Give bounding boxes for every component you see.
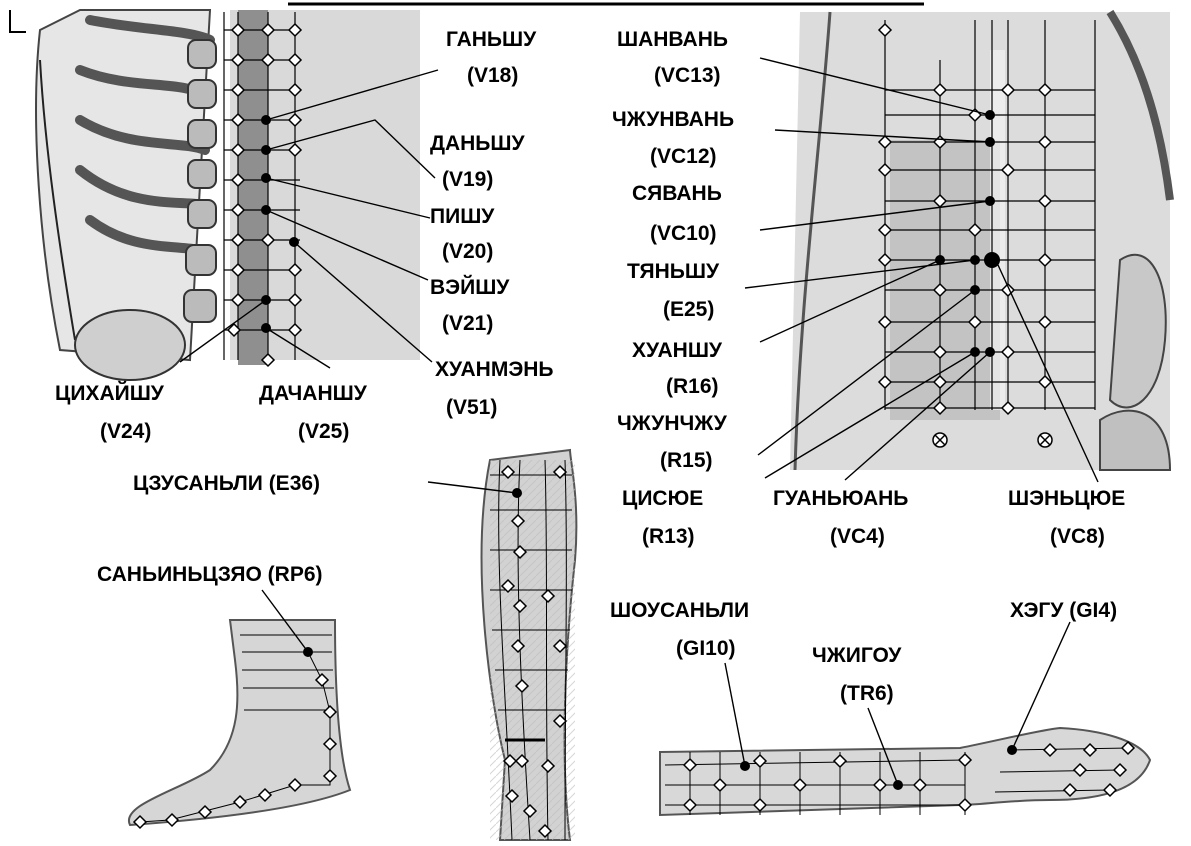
- leg-illustration: [428, 450, 576, 840]
- label-weishu-code: (V21): [442, 312, 493, 335]
- label-shenque-name: ШЭНЬЦЮЕ: [1008, 487, 1125, 510]
- label-shangwan-code: (VC13): [654, 64, 721, 87]
- label-zhigou-code: (TR6): [840, 682, 894, 705]
- label-guanyuan-name: ГУАНЬЮАНЬ: [773, 487, 908, 510]
- label-qihaishu-code: (V24): [100, 420, 151, 443]
- back-illustration: [36, 10, 438, 380]
- label-zhigou-name: ЧЖИГОУ: [812, 644, 902, 667]
- label-zhongzhu-name: ЧЖУНЧЖУ: [617, 412, 728, 435]
- label-xiawan-code: (VC10): [650, 222, 717, 245]
- label-danshu-code: (V19): [442, 168, 493, 191]
- label-qihaishu-name: ЦИХАЙШУ: [55, 381, 165, 405]
- label-hegu: ХЭГУ (GI4): [1010, 599, 1117, 622]
- label-dachangshu-code: (V25): [298, 420, 349, 443]
- foot-illustration: [129, 590, 350, 828]
- label-pishu-code: (V20): [442, 240, 493, 263]
- label-zusanli: ЦЗУСАНЬЛИ (E36): [133, 472, 320, 495]
- label-huangshu-code: (R16): [666, 375, 719, 398]
- label-qixue-code: (R13): [642, 525, 695, 548]
- label-qixue-name: ЦИСЮЕ: [622, 487, 703, 510]
- label-tianshu-code: (E25): [663, 298, 714, 321]
- label-zhongzhu-code: (R15): [660, 449, 713, 472]
- label-shousanli-name: ШОУСАНЬЛИ: [610, 599, 749, 622]
- label-shenque-code: (VC8): [1050, 525, 1105, 548]
- label-dachangshu-name: ДАЧАНШУ: [259, 382, 368, 405]
- label-ganshu-name: ГАНЬШУ: [446, 28, 537, 51]
- label-danshu-name: ДАНЬШУ: [430, 132, 525, 155]
- label-zhongwan-name: ЧЖУНВАНЬ: [612, 108, 734, 131]
- label-huanmen-code: (V51): [446, 396, 497, 419]
- label-ganshu-code: (V18): [467, 64, 518, 87]
- label-pishu-name: ПИШУ: [430, 205, 495, 228]
- label-guanyuan-code: (VC4): [830, 525, 885, 548]
- label-weishu-name: ВЭЙШУ: [430, 275, 510, 299]
- label-xiawan-name: СЯВАНЬ: [632, 182, 722, 205]
- label-zhongwan-code: (VC12): [650, 145, 717, 168]
- label-sanyinjiao: САНЬИНЬЦЗЯО (RP6): [97, 563, 323, 586]
- label-huanmen-name: ХУАНМЭНЬ: [435, 358, 554, 381]
- label-tianshu-name: ТЯНЬШУ: [627, 260, 720, 283]
- label-shousanli-code: (GI10): [676, 637, 736, 660]
- abdomen-illustration: [745, 12, 1170, 482]
- label-shangwan-name: ШАНВАНЬ: [617, 28, 728, 51]
- label-huangshu-name: ХУАНШУ: [632, 339, 723, 362]
